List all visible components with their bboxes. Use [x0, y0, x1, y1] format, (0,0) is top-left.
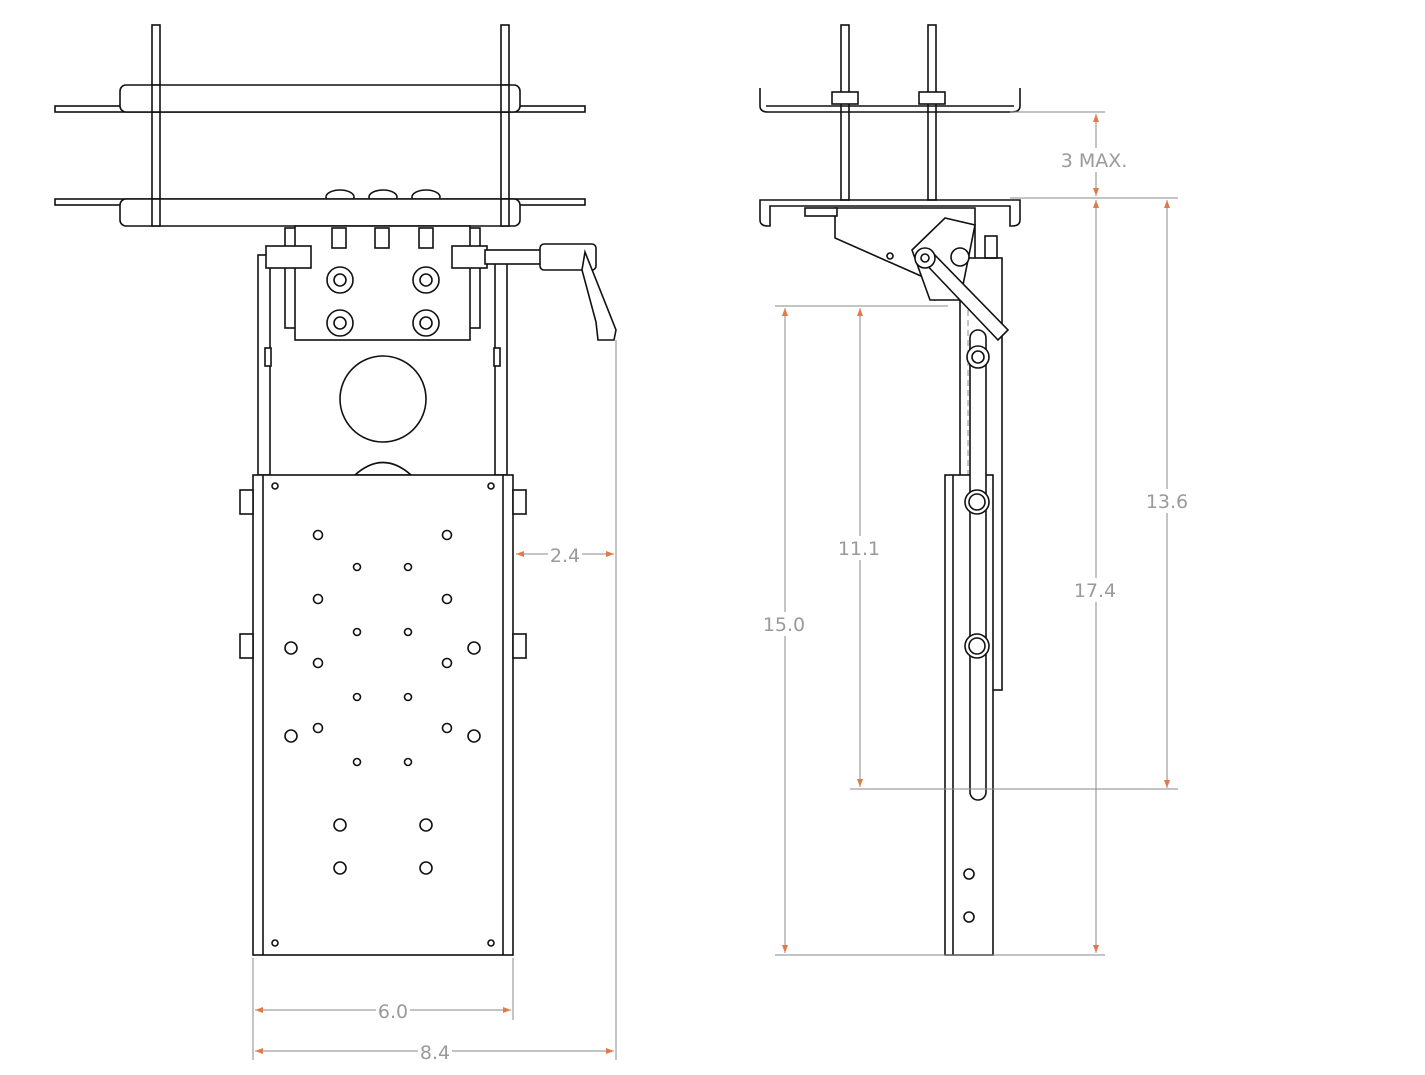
bracket-nuts [326, 266, 440, 337]
dimension-side-long: 15.0 [762, 308, 806, 953]
clamp-handle [484, 243, 617, 341]
dimension-handle-offset: 2.4 [516, 340, 617, 1060]
dimension-side-overall: 17.4 [775, 200, 1117, 956]
side-upper-plate [759, 88, 1021, 113]
dimension-label: 3 MAX. [1061, 150, 1128, 172]
dimension-top-gap: 3 MAX. [1010, 111, 1178, 199]
dimension-label: 13.6 [1146, 491, 1188, 513]
dimension-label: 8.4 [420, 1042, 450, 1064]
mounting-plate [239, 474, 527, 956]
lower-disc [352, 461, 414, 476]
dimension-side-mid: 13.6 [850, 200, 1189, 790]
side-rails [257, 227, 508, 476]
lower-clamp-plate [54, 189, 586, 227]
dimension-label: 6.0 [378, 1001, 408, 1023]
upper-clamp-plate [54, 84, 586, 113]
side-vertical-bar [944, 329, 994, 956]
side-clamp-handle [911, 217, 1010, 342]
dimension-label: 17.4 [1074, 580, 1116, 602]
side-lower-plate [759, 199, 1021, 227]
dimension-plate-width: 6.0 [252, 958, 514, 1060]
center-hole [339, 355, 427, 443]
plate-holes [271, 482, 495, 947]
dimension-overall-width: 8.4 [255, 1041, 614, 1064]
dimension-label: 15.0 [763, 614, 805, 636]
front-view: 2.4 6.0 8.4 [54, 24, 617, 1064]
side-view: 3 MAX. 17.4 13.6 11.1 [759, 24, 1189, 956]
dimension-label: 11.1 [838, 538, 880, 560]
mount-bracket [265, 225, 488, 341]
dimension-label: 2.4 [550, 545, 580, 567]
dimension-side-short: 11.1 [775, 305, 948, 787]
